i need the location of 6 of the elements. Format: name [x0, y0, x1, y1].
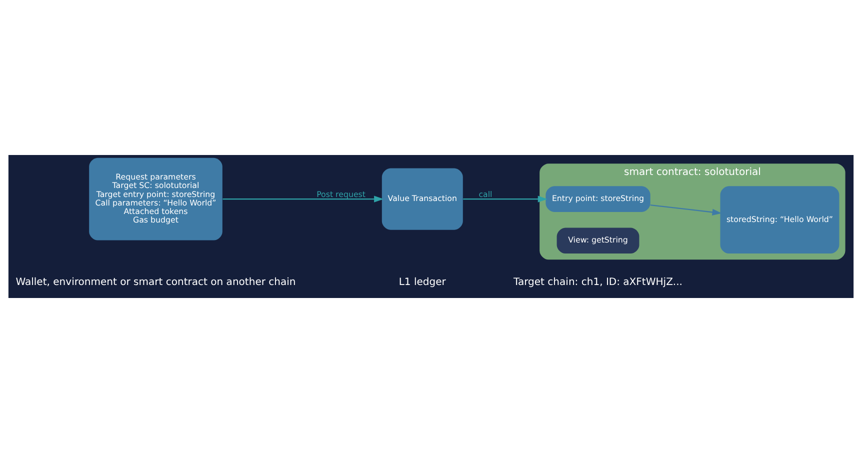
arrow [650, 204, 722, 215]
label: L1 ledger [398, 276, 446, 288]
arrow [222, 195, 384, 202]
label: Wallet, environment or smart contract on another chain [16, 276, 296, 288]
label: Target chain: ch1, ID: aXFtWHjZ... [514, 276, 683, 288]
arrow [463, 195, 548, 202]
